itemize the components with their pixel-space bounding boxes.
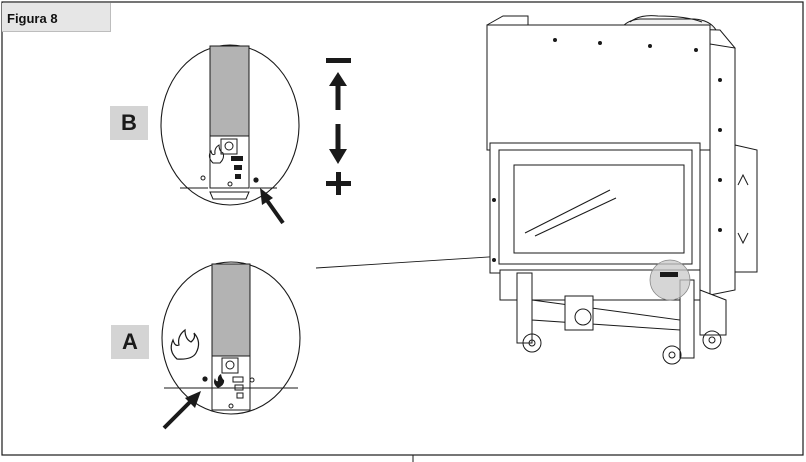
- detail-b-indicator-mid: [234, 165, 242, 170]
- wheel-rear-right: [702, 330, 722, 350]
- left-leg: [516, 272, 533, 344]
- wheel-front-left: [522, 333, 542, 353]
- detail-b-bracket: [209, 135, 250, 189]
- control-lever-detail: [660, 272, 678, 277]
- detail-a-pin-right: [249, 377, 255, 383]
- pointer-arrow-a: [162, 391, 201, 430]
- wheel-rear-left: [574, 308, 592, 326]
- detail-b-screw: [227, 181, 233, 187]
- small-flame-solid-icon: [214, 374, 225, 388]
- arrow-up-icon: [329, 72, 347, 86]
- detail-b-knob: [224, 141, 234, 151]
- control-lever-highlight: [649, 259, 691, 301]
- detail-a-pin-left: [202, 376, 208, 382]
- flame-icon: [170, 328, 200, 360]
- detail-a-knob: [225, 360, 235, 370]
- detail-a-label: A: [111, 325, 149, 359]
- detail-b-foot: [209, 191, 250, 200]
- figure-title: Figura 8: [7, 11, 58, 26]
- detail-b-pin-right: [253, 177, 259, 183]
- figure-label-tab: [2, 3, 111, 32]
- detail-b-lever: [209, 45, 250, 137]
- minus-icon: [326, 58, 351, 63]
- detail-b-label: B: [110, 106, 148, 140]
- detail-a-lever: [211, 263, 251, 357]
- detail-a-view: [161, 261, 301, 415]
- detail-a-screw: [228, 403, 234, 409]
- detail-b-indicator-high: [231, 156, 243, 161]
- detail-a-indicator-high: [232, 376, 244, 383]
- detail-a-indicator-low: [236, 392, 244, 399]
- firebox-glass: [513, 164, 685, 254]
- hood-side: [709, 43, 736, 296]
- glass-reflection: [524, 189, 611, 234]
- arrow-down-icon: [329, 149, 347, 164]
- detail-b-view: [160, 44, 300, 206]
- detail-b-indicator-low: [235, 174, 241, 179]
- small-flame-icon: [208, 144, 225, 164]
- fireplace-insert: [486, 15, 758, 365]
- pointer-arrow-b: [260, 188, 285, 225]
- wheel-front-right: [662, 345, 682, 365]
- ash-drawer: [564, 295, 594, 331]
- side-fan-box: [734, 144, 758, 273]
- adjustment-indicator: [326, 58, 351, 195]
- detail-b-pin-left: [200, 175, 206, 181]
